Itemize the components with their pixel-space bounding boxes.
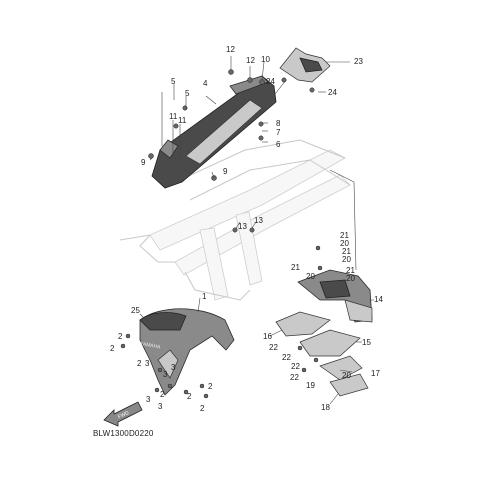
callout-20b: 20	[306, 272, 315, 281]
callout-21d: 21	[346, 266, 355, 275]
callout-2g: 2	[118, 332, 123, 341]
callout-18: 18	[321, 403, 330, 412]
plate-bracket-part-15	[299, 329, 361, 357]
callout-2f: 2	[200, 404, 205, 413]
callout-21c: 21	[291, 263, 300, 272]
callout-20d: 20	[346, 274, 355, 283]
callout-17: 17	[371, 369, 380, 378]
callout-20e: 20	[342, 371, 351, 380]
front-fender-part-1	[139, 308, 235, 396]
callout-20c: 20	[342, 255, 351, 264]
diagram-code: BLW1300D0220	[93, 429, 154, 438]
callout-3a: 3	[145, 359, 150, 368]
callout-16: 16	[263, 332, 272, 341]
callout-13b: 13	[254, 216, 263, 225]
callout-2c: 2	[160, 390, 165, 399]
callout-24b: 24	[328, 88, 337, 97]
callout-15: 15	[362, 338, 371, 347]
plate-bracket-part-17	[319, 355, 363, 381]
callout-7: 7	[276, 128, 281, 137]
leader-lines	[139, 56, 374, 405]
callout-3e: 3	[158, 402, 163, 411]
callout-9a: 9	[141, 158, 146, 167]
tail-assembly-part-14	[297, 269, 373, 323]
callout-8: 8	[276, 119, 281, 128]
callout-24a: 24	[266, 77, 275, 86]
callout-22b: 22	[282, 353, 291, 362]
callout-21a: 21	[340, 231, 349, 240]
callout-1: 1	[202, 292, 207, 301]
callout-4: 4	[203, 79, 208, 88]
bracket-part-23	[279, 47, 331, 83]
callout-22a: 22	[269, 343, 278, 352]
callout-2b: 2	[137, 359, 142, 368]
front-arrow-icon: FWD	[103, 401, 143, 427]
front-arrow-label: FWD	[117, 410, 130, 420]
callout-21b: 21	[342, 247, 351, 256]
callout-13a: 13	[238, 222, 247, 231]
callout-12b: 12	[246, 56, 255, 65]
plate-bracket-part-16	[275, 311, 331, 337]
callout-11b: 11	[178, 116, 187, 125]
callout-10: 10	[261, 55, 270, 64]
callout-2e: 2	[208, 382, 213, 391]
callout-19: 19	[306, 381, 315, 390]
callout-22d: 22	[290, 373, 299, 382]
callout-2d: 2	[187, 392, 192, 401]
callout-2a: 2	[110, 344, 115, 353]
callouts: 1 2 2 2 2 2 2 2 3 3 3 3 3 4 5 5 6 7 8 9 …	[110, 45, 383, 413]
callout-3d: 3	[146, 395, 151, 404]
callout-5a: 5	[171, 77, 176, 86]
callout-3b: 3	[163, 370, 168, 379]
callout-9b: 9	[223, 167, 228, 176]
fender-logo: YAMAHA	[139, 341, 161, 351]
rear-tray-part-4	[151, 75, 277, 189]
callout-12a: 12	[226, 45, 235, 54]
callout-6: 6	[276, 140, 281, 149]
callout-23: 23	[354, 57, 363, 66]
callout-14: 14	[374, 295, 383, 304]
plate-bracket-part-18	[329, 373, 369, 397]
callout-5b: 5	[185, 89, 190, 98]
callout-22c: 22	[291, 362, 300, 371]
callout-3c: 3	[171, 363, 176, 372]
frame-outline	[119, 139, 351, 301]
callout-20a: 20	[340, 239, 349, 248]
callout-25: 25	[131, 306, 140, 315]
callout-11a: 11	[169, 112, 178, 121]
